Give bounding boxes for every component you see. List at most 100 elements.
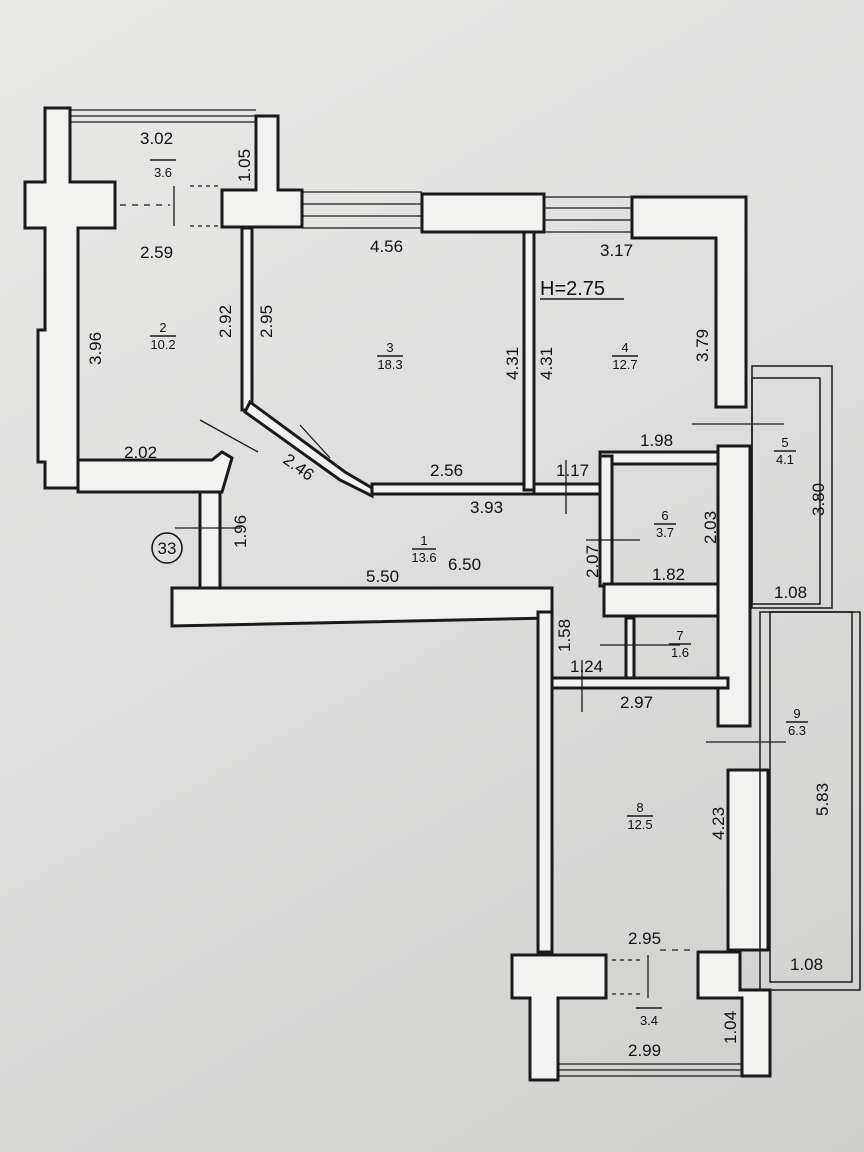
bottom-balcony-label: 3.4 <box>636 1007 662 1028</box>
dimension-label: 2.97 <box>620 693 653 712</box>
room-3-label: 3 18.3 <box>377 340 403 372</box>
room-4-label: 4 12.7 <box>612 340 638 372</box>
spine-lower-wall <box>726 768 770 952</box>
bottom-balcony-glazing <box>558 1063 742 1077</box>
room3-room4-partition <box>522 230 536 492</box>
room-7-label: 7 1.6 <box>669 628 691 660</box>
dimension-label: 3.02 <box>140 129 173 148</box>
windows <box>70 109 786 1077</box>
dimension-label: 2.56 <box>430 461 463 480</box>
door-openings <box>175 419 786 743</box>
hall-left-wall <box>198 490 222 594</box>
room-area: 12.5 <box>627 817 652 832</box>
top-balcony-glazing <box>70 109 256 123</box>
room4-hall-wall <box>532 482 606 496</box>
room-area: 6.3 <box>788 723 806 738</box>
room4-bottom-wall <box>598 450 724 466</box>
room4-window <box>544 196 632 233</box>
room-2-label: 2 10.2 <box>150 320 176 352</box>
dimension-label: 1.82 <box>652 565 685 584</box>
dimension-label: 3.79 <box>693 329 712 362</box>
dimension-label: 1.17 <box>556 461 589 480</box>
room-number: 9 <box>793 706 800 721</box>
dimension-label: 2.59 <box>140 243 173 262</box>
room7-bottom-wall <box>550 676 730 690</box>
room-area: 12.7 <box>612 357 637 372</box>
balcony-doors <box>120 185 696 998</box>
dimension-label: 2.99 <box>628 1041 661 1060</box>
room4-outer-wall <box>630 195 748 409</box>
apartment-number: 33 <box>158 539 177 558</box>
balcony9-frame-inner <box>769 611 853 983</box>
dimension-label: 4.23 <box>709 807 728 840</box>
dimension-label: 2.03 <box>701 511 720 544</box>
room-number: 8 <box>636 800 643 815</box>
room-area: 4.1 <box>776 452 794 467</box>
lower-balcony-right-wall <box>696 950 772 1078</box>
room-number: 7 <box>676 628 683 643</box>
balcony5-frame-inner <box>751 377 821 605</box>
dimension-label: 1.08 <box>774 583 807 602</box>
room-labels: H=2.75 33 1 13.6 2 10.2 3 18.3 4 12.7 5 … <box>150 159 808 1028</box>
room-area: 18.3 <box>377 357 402 372</box>
dimension-label: 4.31 <box>503 347 522 380</box>
room-9-label: 9 6.3 <box>786 706 808 738</box>
dimension-label: 1.08 <box>790 955 823 974</box>
lower-balcony-left-wall <box>510 953 608 1082</box>
dimension-label: 5.83 <box>813 783 832 816</box>
left-outer-wall <box>23 106 117 490</box>
hall-bottom-wall <box>170 586 554 628</box>
room-5-label: 5 4.1 <box>774 435 796 467</box>
room-area: 3.7 <box>656 525 674 540</box>
central-spine-wall <box>716 444 752 728</box>
room-number: 6 <box>661 508 668 523</box>
room-area: 1.6 <box>671 645 689 660</box>
dimension-label: 2.02 <box>124 443 157 462</box>
room2-room3-partition <box>240 226 254 412</box>
room-number: 3 <box>386 340 393 355</box>
balcony9-frame-outer <box>759 611 861 991</box>
room3-bottom-wall <box>370 482 542 496</box>
top-balcony-label: 3.6 <box>150 159 176 180</box>
room3-angled-wall <box>243 399 374 499</box>
dimension-label: 4.31 <box>537 347 556 380</box>
dimension-label: 3.96 <box>86 332 105 365</box>
dimension-label: 1.98 <box>640 431 673 450</box>
room-area: 10.2 <box>150 337 175 352</box>
room-number: 1 <box>420 533 427 548</box>
dimension-label: 1.04 <box>721 1011 740 1044</box>
dimension-label: 2.07 <box>583 545 602 578</box>
dimension-label: 2.92 <box>216 305 235 338</box>
room3-window <box>302 191 422 229</box>
walls <box>23 106 861 1082</box>
dimensions: 3.02 1.05 2.59 3.96 2.92 2.95 4.56 3.17 … <box>86 129 832 1060</box>
dimension-label: 3.80 <box>809 483 828 516</box>
room-8-label: 8 12.5 <box>627 800 653 832</box>
room6-bottom-wall <box>602 582 728 618</box>
dimension-label: 3.93 <box>470 498 503 517</box>
balcony-area: 3.6 <box>154 165 172 180</box>
upper-balcony-wall <box>220 114 304 229</box>
room-1-label: 1 13.6 <box>411 533 436 565</box>
dimension-label: 1.58 <box>555 619 574 652</box>
room-number: 4 <box>621 340 628 355</box>
dimension-label: 6.50 <box>448 555 481 574</box>
balcony-area: 3.4 <box>640 1013 658 1028</box>
apartment-number-circle <box>151 532 183 564</box>
dimension-label: 1.24 <box>570 657 603 676</box>
hall-right-wall <box>536 610 554 954</box>
room-area: 13.6 <box>411 550 436 565</box>
ceiling-height: H=2.75 <box>540 278 605 300</box>
dimension-label: 1.96 <box>231 515 250 548</box>
room-number: 2 <box>159 320 166 335</box>
dimension-label: 3.17 <box>600 241 633 260</box>
dimension-label: 2.95 <box>257 305 276 338</box>
room7-left-wall <box>624 616 636 684</box>
room-number: 5 <box>781 435 788 450</box>
room-6-label: 6 3.7 <box>654 508 676 540</box>
room2-hall-wall <box>76 450 234 494</box>
room3-top-wall <box>420 192 546 234</box>
dimension-label: 5.50 <box>366 567 399 586</box>
dimension-label: 1.05 <box>235 149 254 182</box>
dimension-label: 4.56 <box>370 237 403 256</box>
